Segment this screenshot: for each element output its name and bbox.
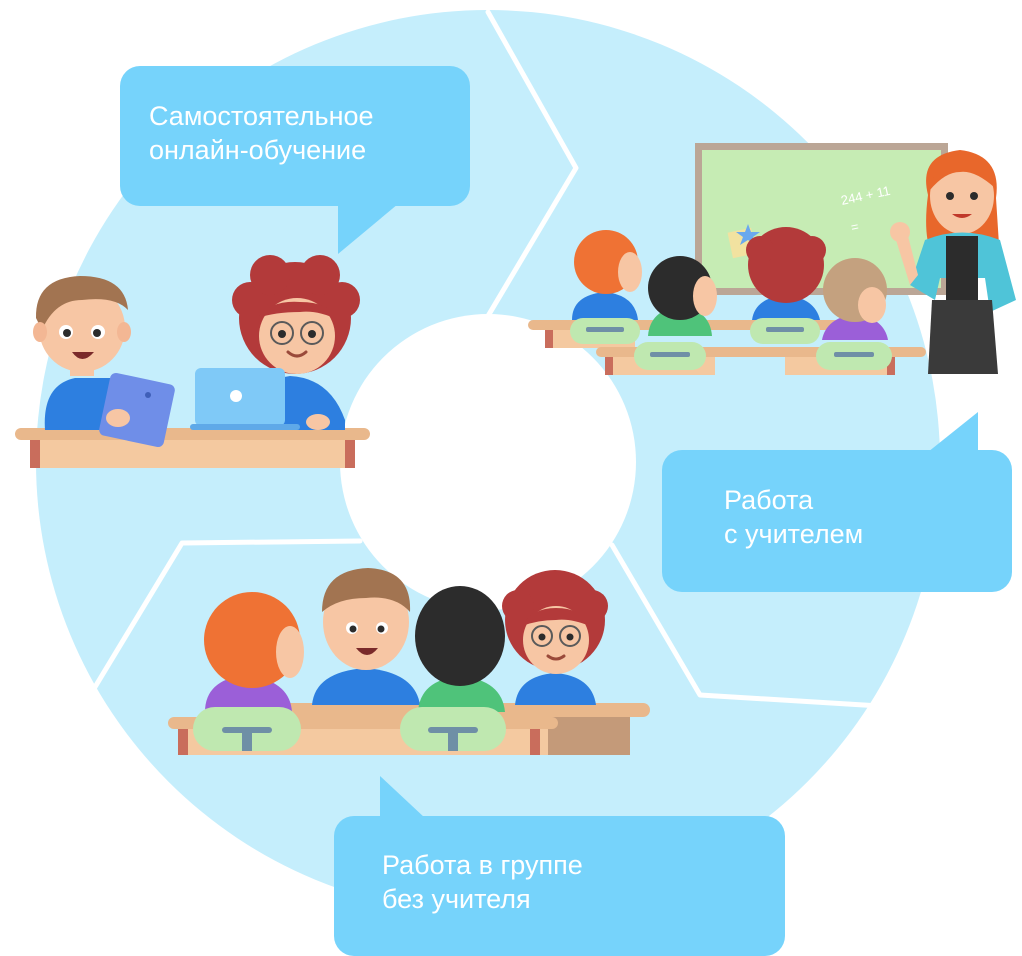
girl-with-laptop (190, 255, 360, 430)
label-line: без учителя (382, 884, 531, 914)
online-learning-scene (15, 255, 370, 468)
cycle-dividers (89, 9, 883, 709)
bubble-tail-group (380, 776, 425, 818)
teacher-scene: 244 + 11 = (528, 143, 1016, 375)
label-work-with-teacher-text: Работа с учителем (724, 483, 863, 551)
label-line: Работа в группе (382, 850, 583, 880)
bubble-tail-online (338, 204, 398, 254)
label-line: Работа (724, 485, 814, 515)
student-brown-hair (822, 258, 888, 340)
label-line: онлайн-обучение (149, 135, 367, 165)
student-black-hair (415, 586, 505, 712)
student-black-hair (648, 256, 717, 336)
divider-top (485, 9, 579, 319)
group-work-scene (168, 568, 650, 755)
label-work-with-teacher: Работа с учителем (662, 450, 1012, 592)
student-red-curly-hair (746, 227, 826, 320)
label-line: с учителем (724, 519, 864, 549)
tablet (99, 372, 175, 448)
teacher (890, 150, 1016, 374)
label-online-learning-text: Самостоятельное онлайн-обучение (149, 99, 374, 167)
student-orange-hair (204, 592, 304, 712)
student-orange-hair (572, 230, 642, 320)
divider-right (609, 542, 883, 709)
label-group-work-text: Работа в группе без учителя (382, 848, 583, 916)
chairs-front-row (634, 342, 892, 370)
student-red-curly-hair (502, 570, 608, 705)
chairs-back-row (570, 318, 820, 344)
bubble-tail-teacher (928, 412, 978, 452)
board-equals: = (850, 219, 861, 235)
label-group-work: Работа в группе без учителя (334, 816, 785, 956)
student-brown-hair (312, 568, 420, 705)
label-line: Самостоятельное (149, 101, 374, 131)
label-online-learning: Самостоятельное онлайн-обучение (120, 66, 470, 206)
divider-left (89, 538, 363, 695)
chairs-front-row (193, 707, 506, 751)
boy-with-tablet (33, 276, 175, 448)
